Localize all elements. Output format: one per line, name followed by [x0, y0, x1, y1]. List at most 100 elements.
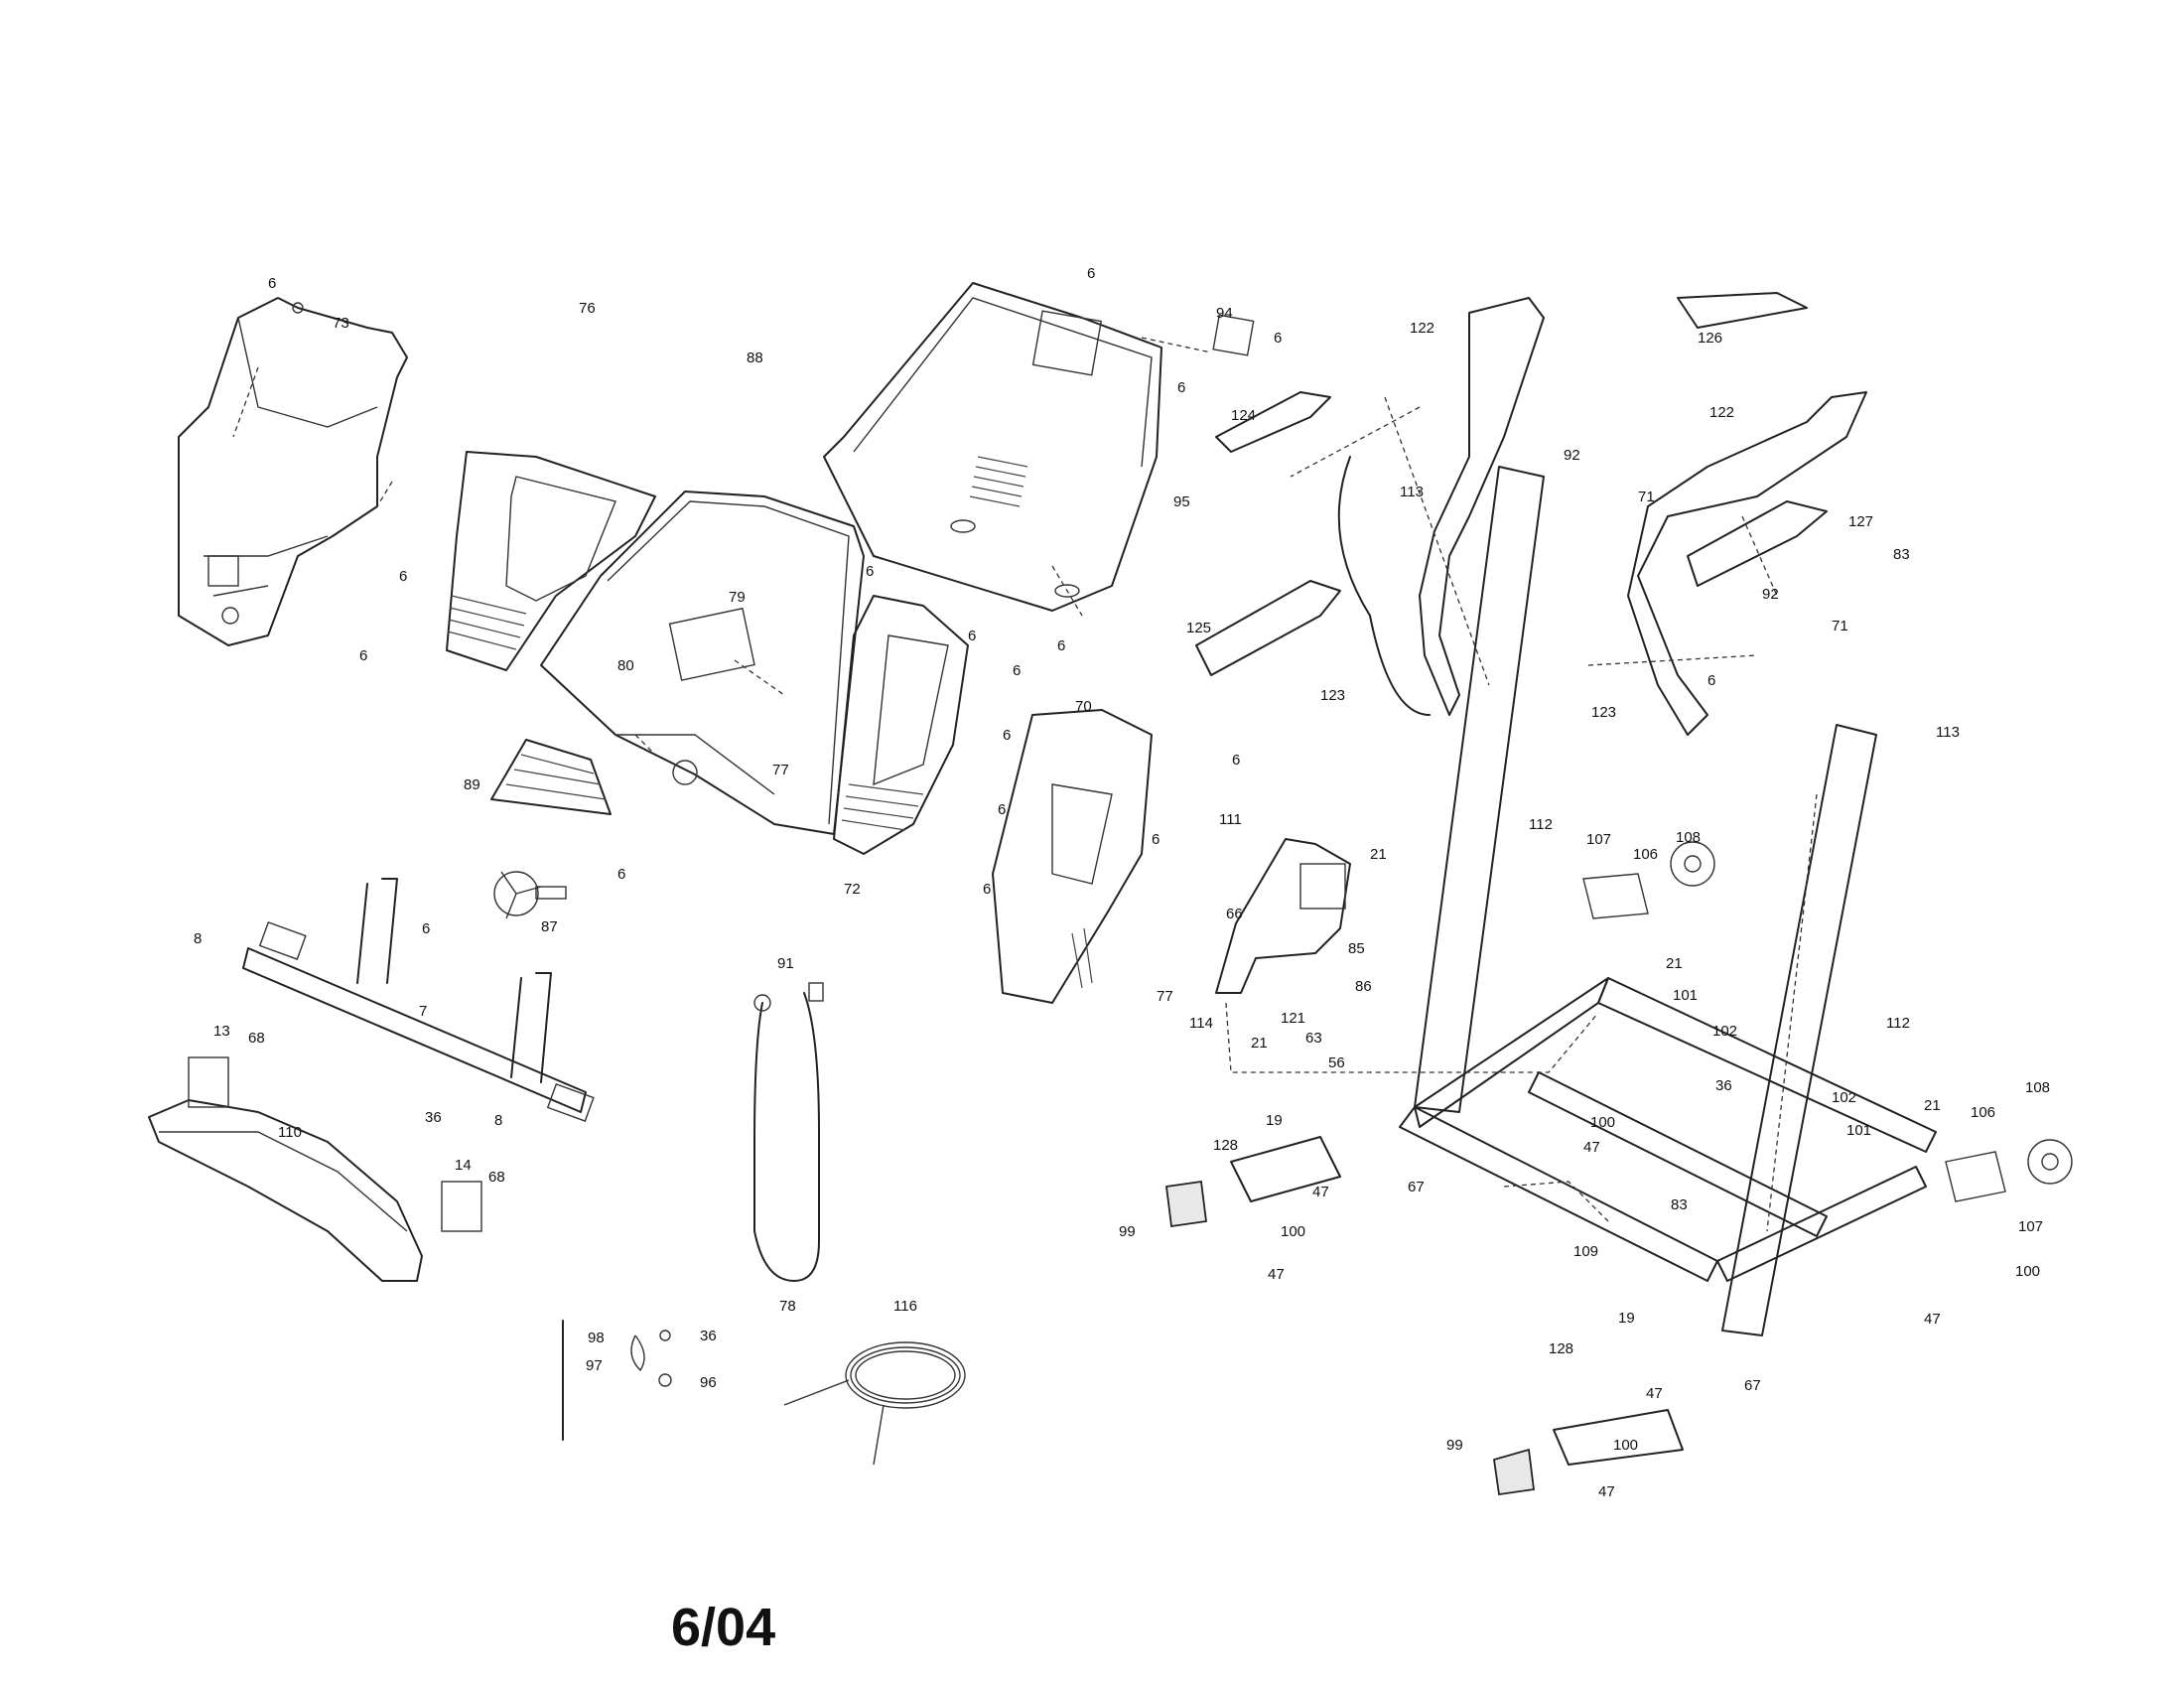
callout-72: 72 — [844, 881, 861, 898]
callout-6: 6 — [1152, 831, 1160, 848]
callout-97: 97 — [586, 1357, 603, 1374]
part-95-top-cover — [823, 282, 1162, 612]
part-123-right-upright — [1627, 292, 1877, 1336]
callout-128: 128 — [1549, 1340, 1573, 1357]
callout-96: 96 — [700, 1374, 717, 1391]
callout-6: 6 — [1274, 330, 1282, 347]
callout-107: 107 — [2018, 1218, 2043, 1235]
parts-124-125-94 — [1195, 314, 1341, 676]
callout-92: 92 — [1762, 586, 1779, 603]
callout-102: 102 — [1712, 1023, 1737, 1040]
callout-36: 36 — [425, 1109, 442, 1126]
callout-91: 91 — [777, 955, 794, 972]
callout-111: 111 — [1219, 811, 1242, 828]
callout-98: 98 — [588, 1330, 605, 1346]
callout-67: 67 — [1408, 1179, 1425, 1195]
callout-125: 125 — [1186, 620, 1211, 636]
part-123-left-upright — [1337, 297, 1545, 1113]
callout-6: 6 — [968, 628, 976, 644]
callout-83: 83 — [1671, 1196, 1688, 1213]
part-70-shroud — [992, 709, 1153, 1004]
callout-116: 116 — [893, 1298, 917, 1315]
callout-112: 112 — [1886, 1015, 1910, 1032]
callout-126: 126 — [1698, 330, 1722, 347]
callout-6: 6 — [1087, 265, 1095, 282]
part-109-base-frame — [1399, 977, 1937, 1282]
callout-47: 47 — [1924, 1311, 1941, 1328]
callout-78: 78 — [779, 1298, 796, 1315]
date-code: 6/04 — [671, 1598, 776, 1657]
callout-99: 99 — [1119, 1223, 1136, 1240]
callout-6: 6 — [1003, 727, 1011, 744]
callout-13: 13 — [213, 1023, 230, 1040]
callout-21: 21 — [1924, 1097, 1941, 1114]
callout-6: 6 — [866, 563, 874, 580]
callout-80: 80 — [617, 657, 634, 674]
callout-56: 56 — [1328, 1054, 1345, 1071]
callout-70: 70 — [1075, 698, 1092, 715]
callout-128: 128 — [1213, 1137, 1238, 1154]
callout-127: 127 — [1848, 513, 1873, 530]
callout-6: 6 — [1177, 379, 1185, 396]
assembly-lines — [232, 337, 1818, 1232]
callout-6: 6 — [998, 801, 1006, 818]
callout-36: 36 — [1715, 1077, 1732, 1094]
callout-121: 121 — [1281, 1010, 1305, 1027]
part-73-shroud — [178, 297, 408, 646]
feet-and-rollers — [1164, 841, 2073, 1496]
callout-47: 47 — [1312, 1184, 1329, 1200]
callout-73: 73 — [333, 315, 349, 332]
callout-112: 112 — [1529, 816, 1553, 833]
callout-47: 47 — [1646, 1385, 1663, 1402]
callout-101: 101 — [1846, 1122, 1871, 1139]
part-72-side-panel — [833, 595, 969, 855]
callout-labels: 6 73 6 6 76 88 79 80 77 89 6 87 6 94 6 1… — [194, 265, 2050, 1500]
callout-63: 63 — [1305, 1030, 1322, 1047]
callout-101: 101 — [1673, 987, 1698, 1004]
callout-123: 123 — [1591, 704, 1616, 721]
callout-107: 107 — [1586, 831, 1611, 848]
callout-71: 71 — [1638, 489, 1655, 505]
callout-6: 6 — [617, 866, 625, 883]
callout-8: 8 — [494, 1112, 502, 1129]
callout-124: 124 — [1231, 407, 1256, 424]
callout-21: 21 — [1370, 846, 1387, 863]
callout-6: 6 — [359, 647, 367, 664]
callout-14: 14 — [455, 1157, 472, 1174]
callout-7: 7 — [419, 1003, 427, 1020]
callout-122: 122 — [1410, 320, 1434, 337]
part-110-bumper — [148, 1056, 482, 1282]
callout-79: 79 — [729, 589, 746, 606]
callout-86: 86 — [1355, 978, 1372, 995]
callout-113: 113 — [1936, 724, 1960, 741]
callout-6: 6 — [1707, 672, 1715, 689]
callout-6: 6 — [422, 920, 430, 937]
callout-108: 108 — [2025, 1079, 2050, 1096]
callout-113: 113 — [1400, 484, 1424, 500]
callout-94: 94 — [1216, 305, 1233, 322]
part-66-controller — [1215, 838, 1351, 994]
callout-99: 99 — [1446, 1437, 1463, 1454]
callout-100: 100 — [1281, 1223, 1305, 1240]
callout-88: 88 — [747, 350, 763, 366]
callout-89: 89 — [464, 776, 480, 793]
callout-100: 100 — [1590, 1114, 1615, 1131]
callout-123: 123 — [1320, 687, 1345, 704]
callout-95: 95 — [1173, 493, 1190, 510]
callout-114: 114 — [1189, 1015, 1213, 1032]
callout-67: 67 — [1744, 1377, 1761, 1394]
callout-87: 87 — [541, 918, 558, 935]
callout-36: 36 — [700, 1328, 717, 1344]
callout-6: 6 — [1013, 662, 1021, 679]
callout-6: 6 — [268, 275, 276, 292]
part-89-grill — [490, 739, 612, 815]
callout-106: 106 — [1971, 1104, 1995, 1121]
callout-122: 122 — [1709, 404, 1734, 421]
callout-100: 100 — [2015, 1263, 2040, 1280]
parts-98-97-96 — [562, 1320, 672, 1441]
callout-47: 47 — [1598, 1483, 1615, 1500]
callout-109: 109 — [1573, 1243, 1598, 1260]
callout-19: 19 — [1266, 1112, 1283, 1129]
callout-68: 68 — [488, 1169, 505, 1186]
part-91-belt — [753, 982, 824, 1282]
